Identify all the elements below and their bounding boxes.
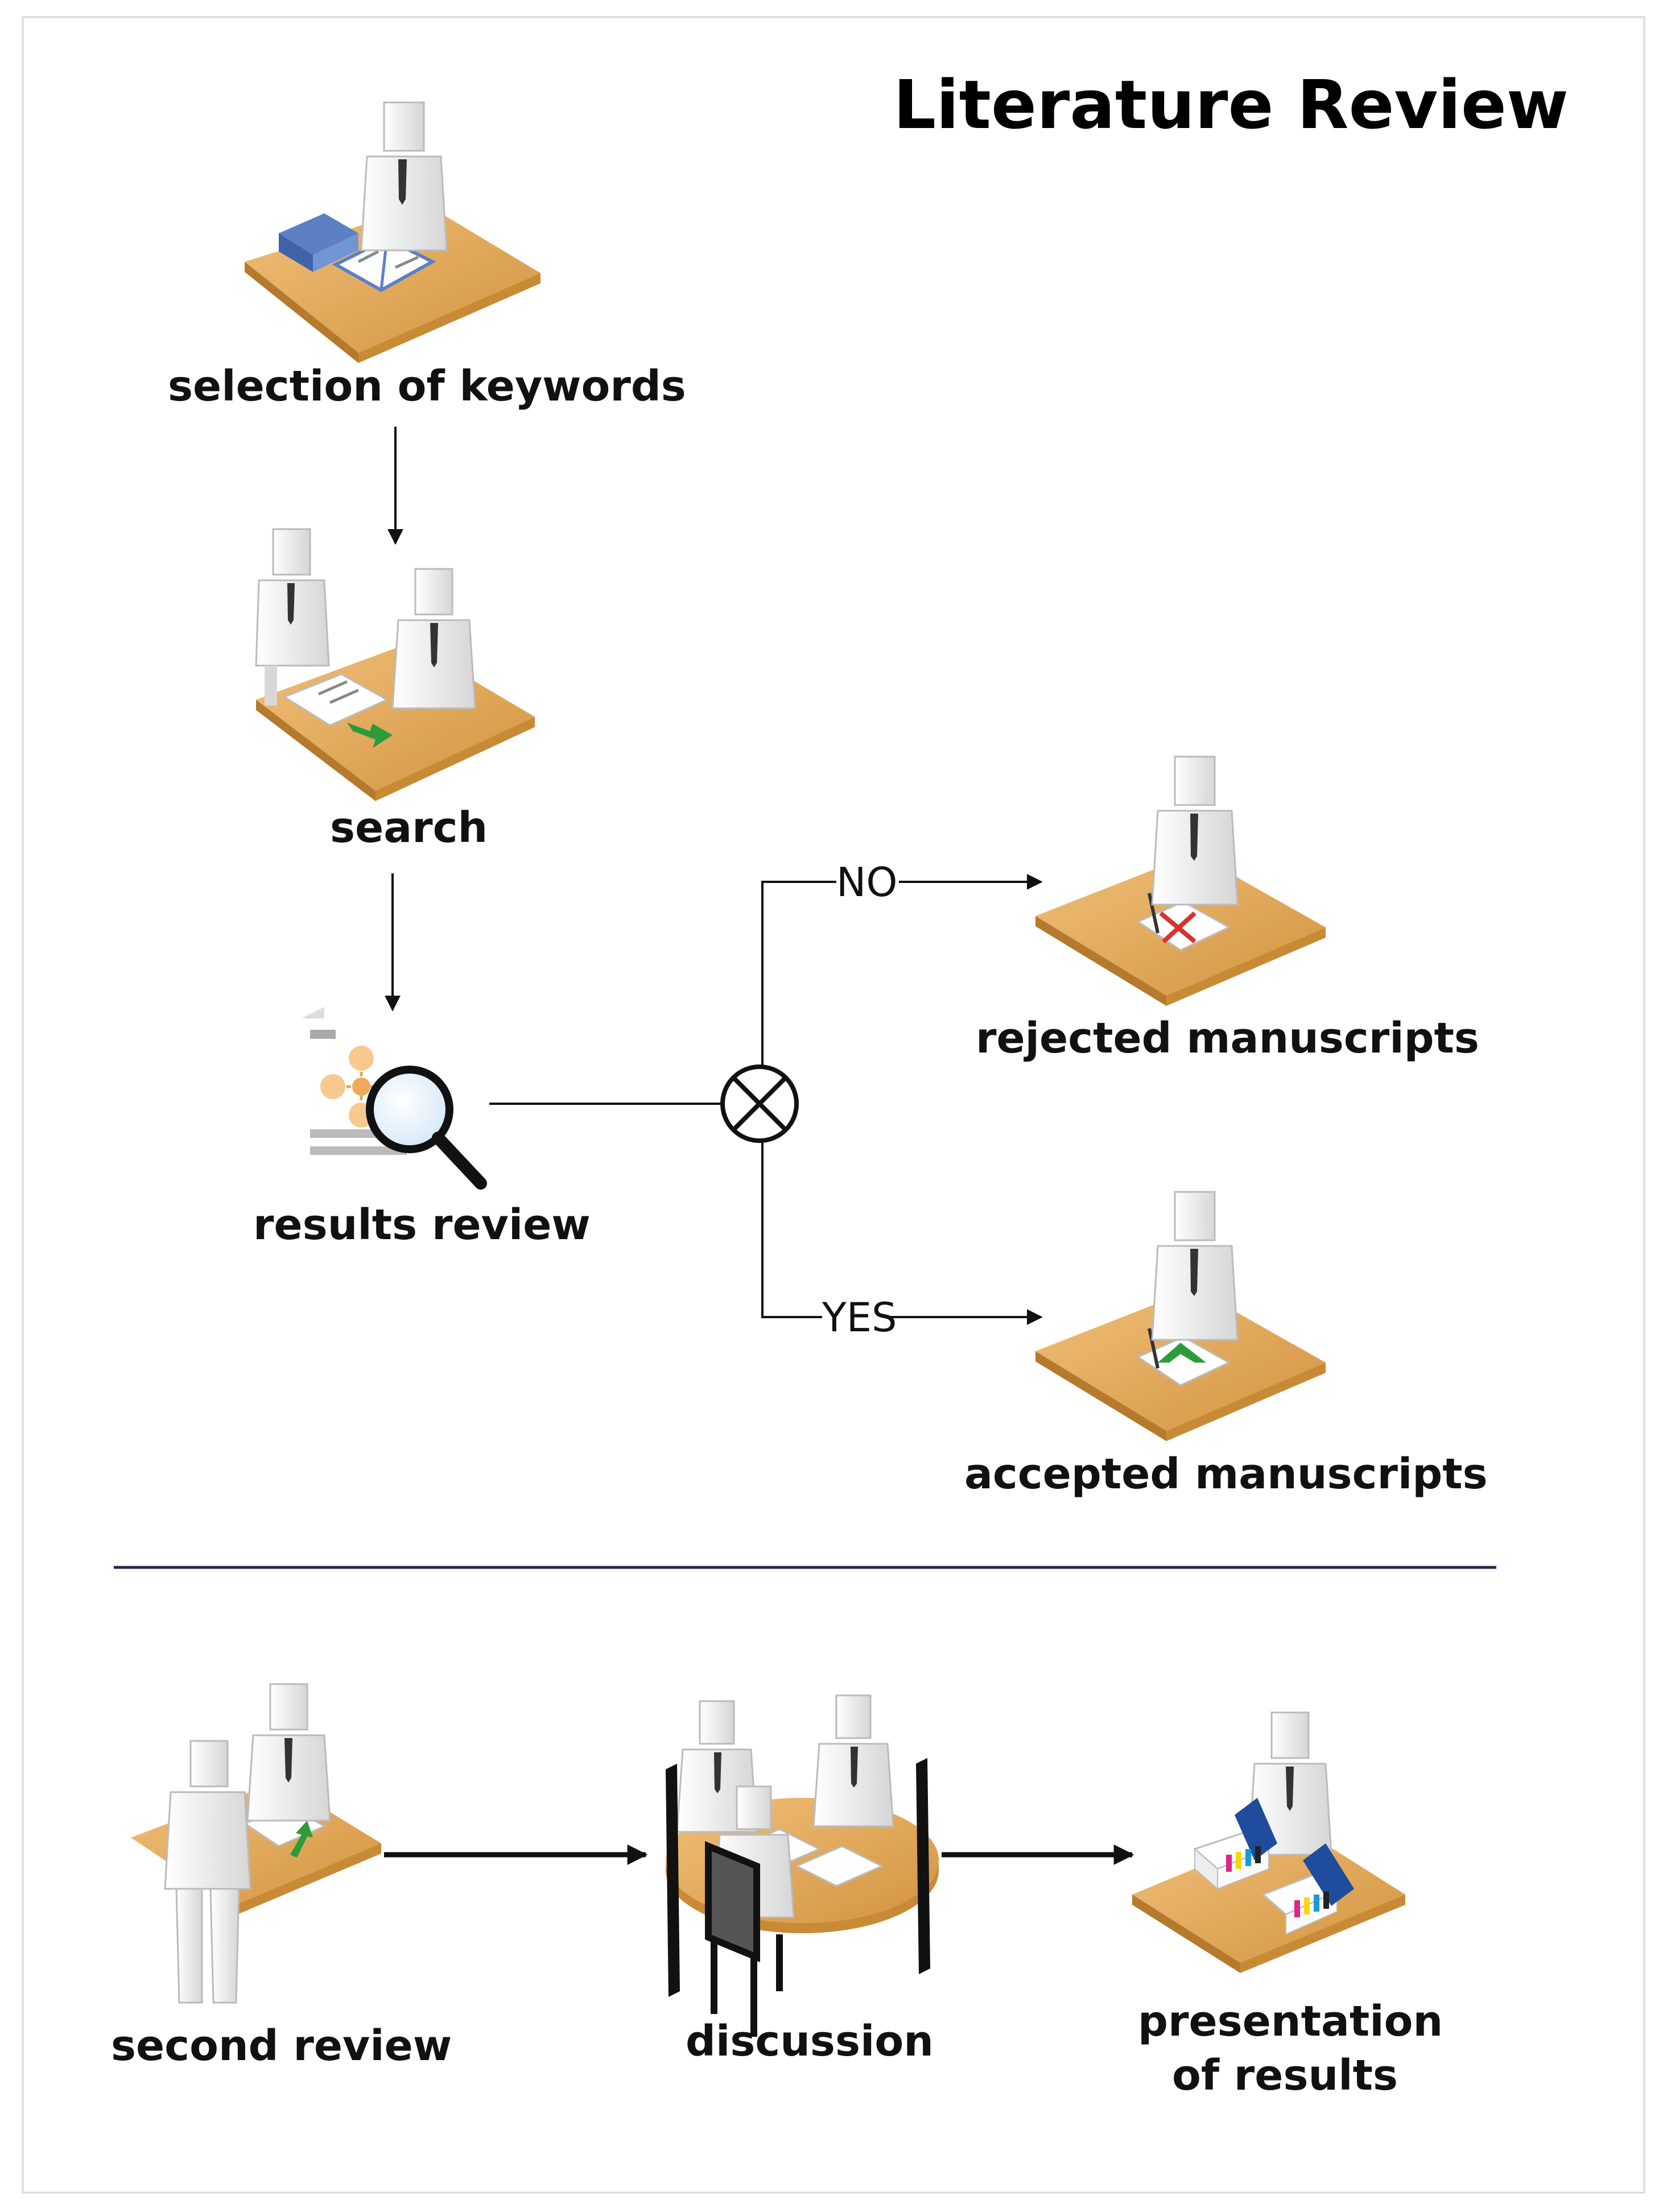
- edge-no-upper: [761, 881, 836, 1067]
- edge-label-yes: YES: [822, 1294, 897, 1341]
- rejected-manuscripts-icon: [1035, 756, 1326, 1006]
- node-label-presentation-line1: presentation: [1138, 1997, 1443, 2046]
- edge-label-no: NO: [836, 859, 898, 906]
- exclusive-gateway-icon: [720, 1064, 799, 1143]
- edge-yes-lower: [761, 1141, 822, 1318]
- node-label-keywords: selection of keywords: [168, 362, 686, 411]
- node-label-presentation-line2: of results: [1172, 2051, 1398, 2100]
- node-label-second-review: second review: [111, 2021, 452, 2070]
- node-label-accepted: accepted manuscripts: [964, 1450, 1488, 1499]
- accepted-manuscripts-icon: [1035, 1191, 1326, 1441]
- keywords-icon: [245, 101, 540, 363]
- node-label-discussion: discussion: [686, 2017, 934, 2066]
- search-icon: [255, 528, 535, 801]
- page-frame: [22, 16, 1645, 2194]
- page-title: Literature Review: [893, 65, 1569, 144]
- magnifier-icon: [366, 1066, 453, 1153]
- discussion-icon: [666, 1694, 939, 2037]
- node-label-results: results review: [253, 1200, 591, 1249]
- second-review-icon: [131, 1683, 381, 2004]
- node-label-rejected: rejected manuscripts: [976, 1014, 1479, 1063]
- presentation-icon: [1132, 1711, 1405, 1973]
- node-label-search: search: [330, 803, 488, 852]
- results-review-icon: [302, 1007, 487, 1190]
